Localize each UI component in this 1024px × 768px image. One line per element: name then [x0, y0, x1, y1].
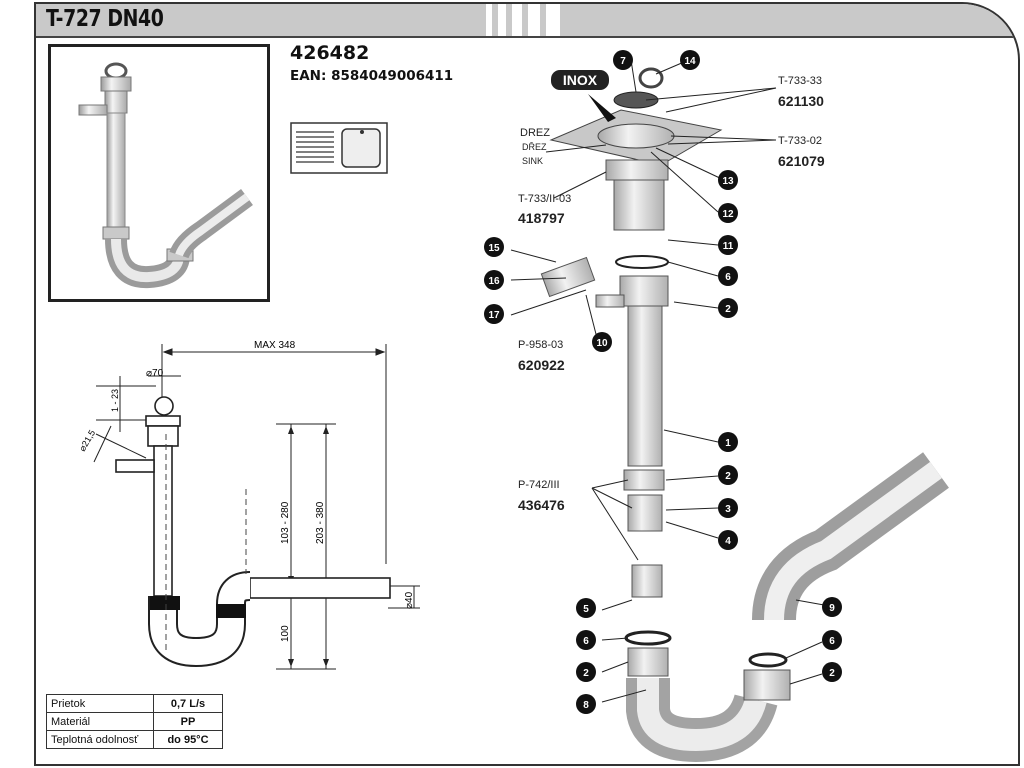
spec-sheet-frame: T-727 DN40 426482 EAN: 8584 — [34, 2, 1020, 766]
num-621130: 621130 — [778, 93, 824, 109]
ean-code: EAN: 8584049006411 — [290, 68, 454, 84]
sink-cz-label: DŘEZ — [522, 142, 547, 152]
num-620922: 620922 — [518, 357, 565, 373]
title-stripe — [546, 4, 560, 36]
title-stripe — [512, 4, 522, 36]
ref-t733-ii-03: T-733/II-03 — [518, 193, 571, 205]
spec-label: Materiál — [46, 712, 154, 731]
num-418797: 418797 — [518, 210, 565, 226]
dim-diameter-top: ⌀70 — [146, 368, 164, 379]
part-6c: 6 — [829, 636, 835, 647]
dim-height-range-2: 203 - 380 — [315, 501, 326, 544]
part-12: 12 — [722, 209, 734, 220]
photo-siphon-illustration — [78, 62, 253, 289]
part-6a: 6 — [725, 272, 731, 283]
dim-offset: 1 - 23 — [110, 389, 120, 412]
dim-outlet-diameter: ⌀40 — [404, 591, 415, 609]
ref-t733-33: T-733-33 — [778, 75, 822, 87]
ref-p742-iii: P-742/III — [518, 479, 560, 491]
dim-max-width: MAX 348 — [254, 340, 296, 351]
spec-value: do 95°C — [153, 730, 223, 749]
part-2c: 2 — [583, 668, 589, 679]
exploded-view: INOX DREZ DŘEZ SINK T-733-33 — [484, 50, 949, 763]
num-436476: 436476 — [518, 497, 565, 513]
ref-t733-02: T-733-02 — [778, 135, 822, 147]
spec-label: Prietok — [46, 694, 154, 713]
part-10: 10 — [596, 338, 608, 349]
product-photo — [48, 44, 270, 302]
technical-drawing: MAX 348 ⌀70 1 - 23 ⌀21,5 103 - 280 203 -… — [77, 340, 420, 670]
part-5: 5 — [583, 604, 589, 615]
num-621079: 621079 — [778, 153, 825, 169]
part-8: 8 — [583, 700, 589, 711]
part-3: 3 — [725, 504, 731, 515]
part-16: 16 — [488, 276, 500, 287]
part-2d: 2 — [829, 668, 835, 679]
sink-en-label: SINK — [522, 156, 543, 166]
dim-height-range-1: 103 - 280 — [280, 501, 291, 544]
part-14: 14 — [684, 56, 696, 67]
part-17: 17 — [488, 310, 500, 321]
title-stripe — [498, 4, 506, 36]
part-15: 15 — [488, 243, 500, 254]
spec-label: Teplotná odolnosť — [46, 730, 154, 749]
dim-height-lower: 100 — [280, 625, 291, 642]
sink-icon — [290, 122, 388, 174]
title-stripe — [528, 4, 540, 36]
part-6b: 6 — [583, 636, 589, 647]
inox-label: INOX — [563, 72, 598, 88]
spec-value: 0,7 L/s — [153, 694, 223, 713]
part-4: 4 — [725, 536, 731, 547]
product-code: 426482 — [290, 42, 370, 64]
product-title: T-727 DN40 — [46, 6, 164, 32]
ref-p958-03: P-958-03 — [518, 339, 563, 351]
part-1: 1 — [725, 438, 731, 449]
title-bar: T-727 DN40 — [36, 4, 1018, 38]
part-7: 7 — [620, 56, 626, 67]
sink-sk-label: DREZ — [520, 127, 550, 139]
part-13: 13 — [722, 176, 734, 187]
part-9: 9 — [829, 603, 835, 614]
dim-side-diameter: ⌀21,5 — [77, 428, 97, 453]
title-stripe — [486, 4, 492, 36]
part-2b: 2 — [725, 471, 731, 482]
part-2a: 2 — [725, 304, 731, 315]
part-11: 11 — [723, 241, 734, 252]
spec-value: PP — [153, 712, 223, 731]
